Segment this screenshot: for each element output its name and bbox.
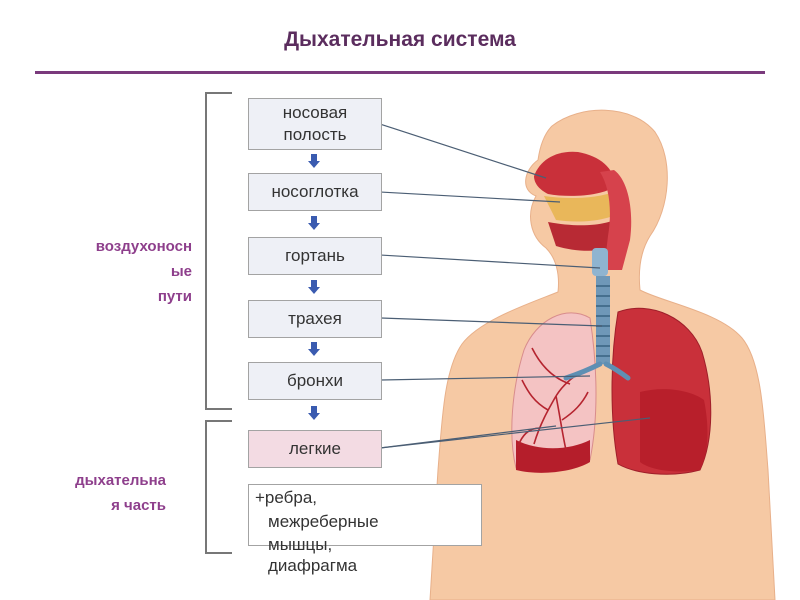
airways-label-line1: воздухоносн bbox=[95, 238, 192, 255]
down-arrow-icon bbox=[308, 406, 320, 420]
respiratory-label-line2: я часть bbox=[111, 497, 166, 514]
box-nasal-line1: носовая bbox=[282, 103, 348, 122]
nasal-cavity bbox=[534, 151, 616, 196]
box-nasopharynx: носоглотка bbox=[248, 173, 382, 211]
additional-organs-box bbox=[248, 484, 482, 546]
leader-larynx bbox=[379, 254, 601, 269]
note-line2: межреберные bbox=[268, 512, 379, 531]
down-arrow-icon bbox=[308, 280, 320, 294]
nasopharynx-area bbox=[544, 190, 626, 222]
leader-nasopharynx bbox=[379, 191, 561, 203]
airways-bracket bbox=[205, 92, 232, 410]
box-larynx: гортань bbox=[248, 237, 382, 275]
airways-label: воздухоносн ые пути bbox=[40, 234, 192, 309]
airways-label-line2: ые bbox=[170, 263, 192, 280]
leader-trachea bbox=[379, 317, 603, 327]
trachea-area bbox=[596, 276, 610, 364]
respiratory-label-line1: дыхательна bbox=[75, 472, 166, 489]
respiratory-label: дыхательна я часть bbox=[30, 468, 166, 518]
note-line3: мышцы, bbox=[268, 535, 333, 554]
larynx-area bbox=[592, 248, 608, 276]
page-title: Дыхательная система bbox=[284, 28, 516, 51]
down-arrow-icon bbox=[308, 216, 320, 230]
leader-lungs-right bbox=[379, 417, 651, 449]
down-arrow-icon bbox=[308, 154, 320, 168]
right-lung-lobe bbox=[640, 389, 708, 472]
box-bronchi: бронхи bbox=[248, 362, 382, 400]
respiratory-bracket bbox=[205, 420, 232, 554]
box-lungs: легкие bbox=[248, 430, 382, 468]
leader-bronchi bbox=[379, 375, 591, 381]
left-lung-lower bbox=[516, 440, 590, 473]
title-underline bbox=[35, 71, 765, 74]
pharynx-area bbox=[600, 170, 632, 270]
trachea-rings bbox=[596, 285, 610, 357]
box-nasal-line2: полость bbox=[283, 125, 347, 144]
note-line1: +ребра, bbox=[255, 488, 318, 507]
note-line4: диафрагма bbox=[268, 556, 358, 575]
box-nasal-cavity: носовая полость bbox=[248, 98, 382, 150]
airways-label-line3: пути bbox=[157, 288, 192, 305]
leader-lines bbox=[379, 123, 651, 449]
leader-nasal bbox=[379, 123, 547, 179]
down-arrow-icon bbox=[308, 342, 320, 356]
box-trachea: трахея bbox=[248, 300, 382, 338]
